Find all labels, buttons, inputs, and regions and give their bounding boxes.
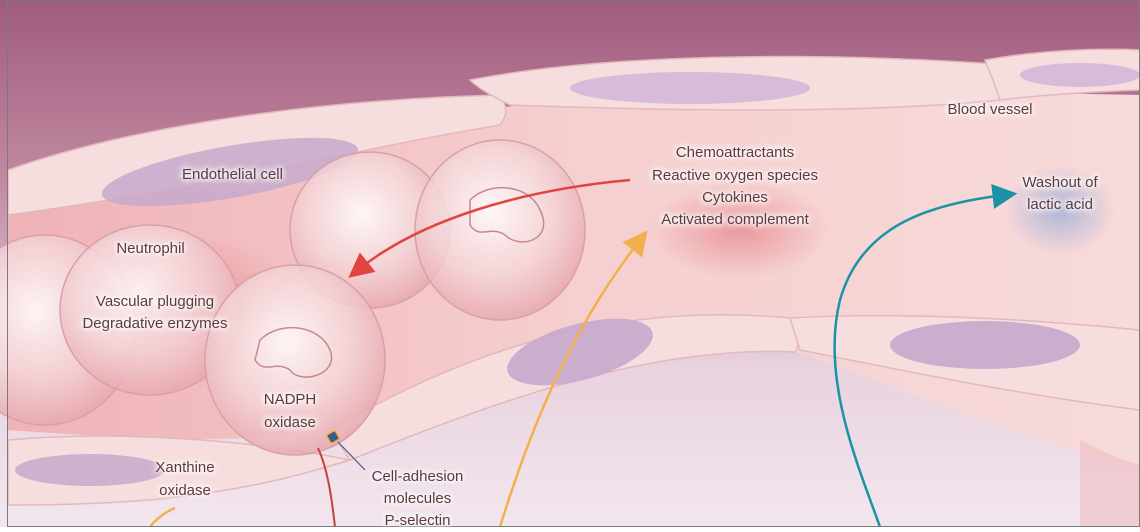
label-nadph-oxidase: oxidase bbox=[250, 412, 330, 434]
nucleus-lower-right bbox=[890, 321, 1080, 369]
neutrophil-cell-right bbox=[415, 140, 585, 320]
nucleus-upper-right bbox=[1020, 63, 1140, 87]
label-reactive-oxygen-species: Reactive oxygen species bbox=[630, 165, 840, 187]
label-molecules: molecules bbox=[355, 488, 480, 510]
label-lactic-acid: lactic acid bbox=[1005, 194, 1115, 216]
label-blood-vessel: Blood vessel bbox=[930, 99, 1050, 121]
label-xanthine-oxidase: oxidase bbox=[140, 480, 230, 502]
label-nadph: NADPH bbox=[250, 389, 330, 411]
label-cytokines: Cytokines bbox=[640, 187, 830, 209]
label-neutrophil: Neutrophil bbox=[98, 238, 203, 260]
label-degradative-enzymes: Degradative enzymes bbox=[60, 313, 250, 335]
label-chemoattractants: Chemoattractants bbox=[640, 142, 830, 164]
label-washout-of: Washout of bbox=[1005, 172, 1115, 194]
label-vascular-plugging: Vascular plugging bbox=[70, 291, 240, 313]
label-xanthine: Xanthine bbox=[140, 457, 230, 479]
label-activated-complement: Activated complement bbox=[630, 209, 840, 231]
label-cell-adhesion: Cell-adhesion bbox=[355, 466, 480, 488]
nucleus-upper-mid bbox=[570, 72, 810, 104]
label-endothelial-cell: Endothelial cell bbox=[160, 164, 305, 186]
label-p-selectin: P-selectin bbox=[355, 510, 480, 532]
